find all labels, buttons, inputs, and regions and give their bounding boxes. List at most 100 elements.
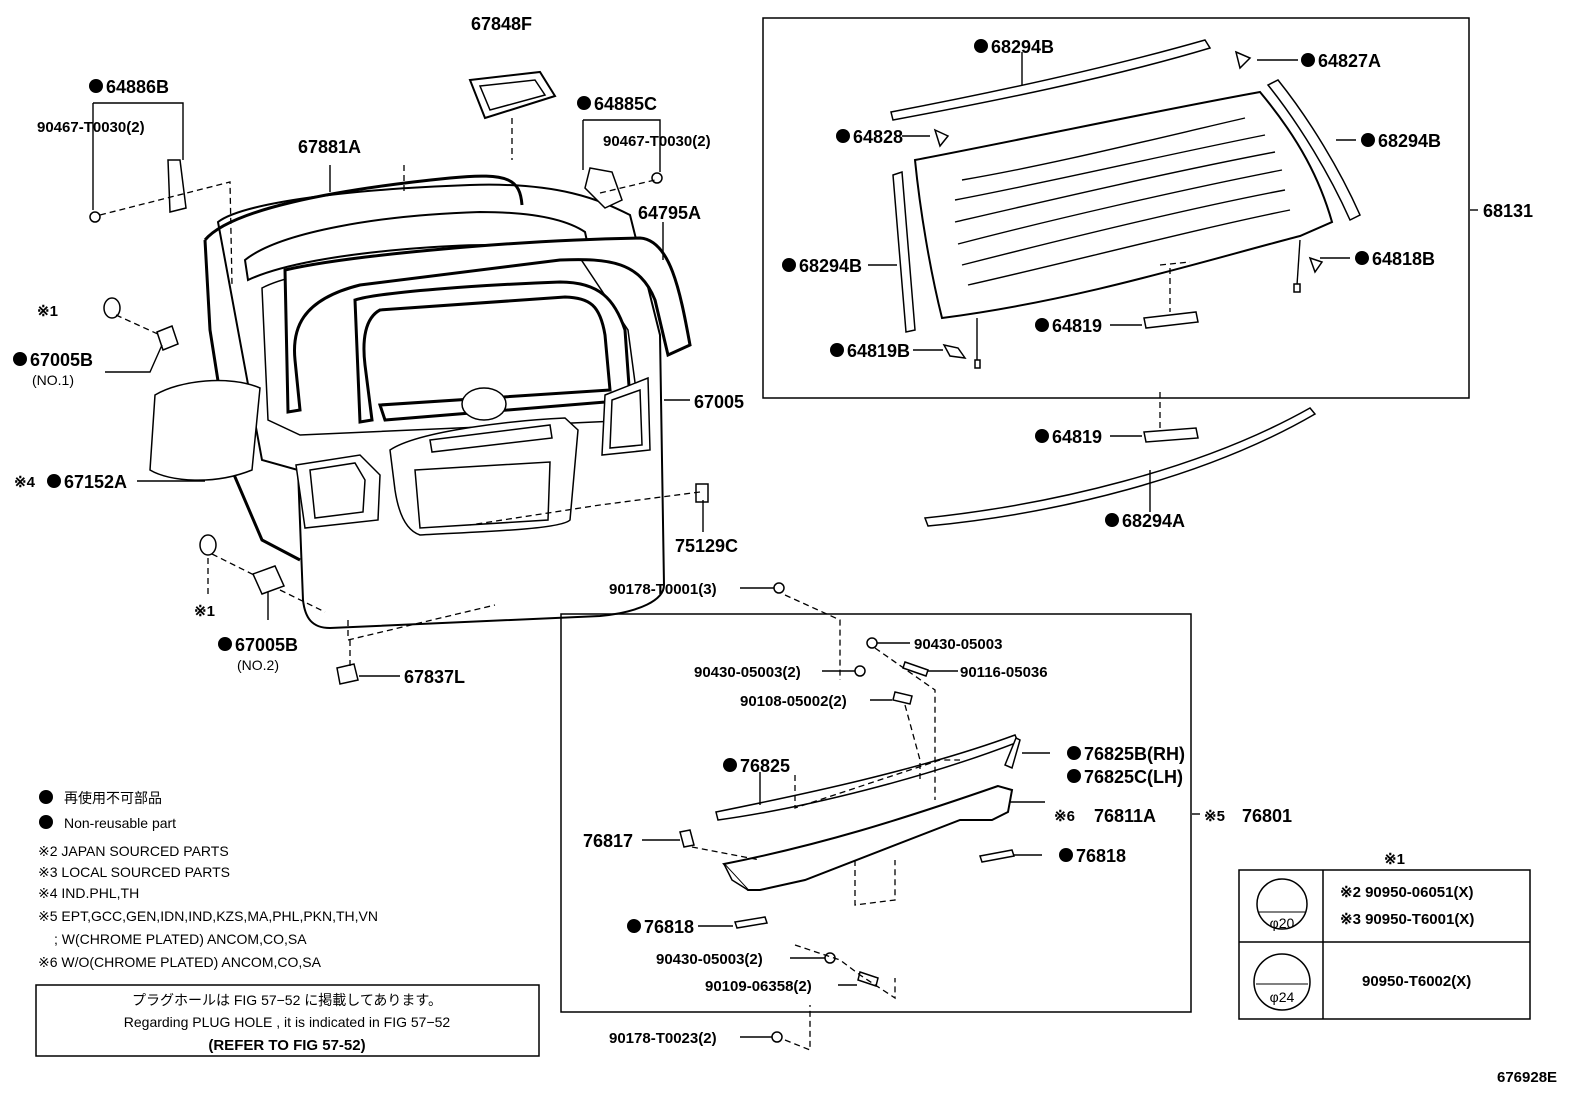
non-reusable-bullet bbox=[1067, 769, 1081, 783]
legend-line-3: ※2 JAPAN SOURCED PARTS bbox=[38, 843, 229, 859]
legend-line-5: ※4 IND.PHL,TH bbox=[38, 885, 139, 901]
label-68131: 68131 bbox=[1483, 201, 1533, 221]
label-76818-left: 76818 bbox=[644, 917, 694, 937]
non-reusable-bullet bbox=[1361, 133, 1375, 147]
legend-line-7: ; W(CHROME PLATED) ANCOM,CO,SA bbox=[54, 931, 307, 947]
label-ref1-bottom: ※1 bbox=[194, 603, 215, 620]
label-76801: 76801 bbox=[1242, 806, 1292, 826]
part-labels: 67848F 64886B 90467-T0030(2) 64885C 9046… bbox=[13, 14, 1533, 1047]
label-68294B-left: 68294B bbox=[799, 256, 862, 276]
plug-table-row2-dia: φ24 bbox=[1270, 989, 1295, 1005]
label-64828: 64828 bbox=[853, 127, 903, 147]
plug-hole-reference-box: プラグホールは FIG 57−52 に掲載してあります。 Regarding P… bbox=[35, 984, 540, 1057]
door-solid-leaders bbox=[92, 102, 704, 677]
plug-table-row1-part-b: ※3 90950-T6001(X) bbox=[1340, 911, 1474, 928]
label-67005B-no1-sub: (NO.1) bbox=[32, 372, 74, 388]
non-reusable-bullet bbox=[627, 919, 641, 933]
plug-table-row1-part-a: ※2 90950-06051(X) bbox=[1340, 884, 1474, 901]
door-leader-lines bbox=[99, 118, 701, 666]
plug-table-row2-part: 90950-T6002(X) bbox=[1362, 973, 1471, 990]
figure-id: 676928E bbox=[1497, 1069, 1557, 1086]
non-reusable-bullet bbox=[1105, 513, 1119, 527]
legend-line-4: ※3 LOCAL SOURCED PARTS bbox=[38, 864, 230, 880]
label-75129C: 75129C bbox=[675, 536, 738, 556]
label-64827A: 64827A bbox=[1318, 51, 1381, 71]
label-67005B-no2-sub: (NO.2) bbox=[237, 657, 279, 673]
plug-table-row1-dia: φ20 bbox=[1270, 915, 1295, 931]
label-68294A: 68294A bbox=[1122, 511, 1185, 531]
label-90109-06358: 90109-06358(2) bbox=[705, 978, 812, 995]
non-reusable-bullet bbox=[577, 96, 591, 110]
non-reusable-bullet bbox=[218, 637, 232, 651]
label-67837L: 67837L bbox=[404, 667, 465, 687]
label-76811A-mark: ※6 bbox=[1054, 808, 1075, 825]
non-reusable-bullet bbox=[47, 474, 61, 488]
label-90178-T0023: 90178-T0023(2) bbox=[609, 1030, 717, 1047]
label-64819B: 64819B bbox=[847, 341, 910, 361]
label-90116-05036: 90116-05036 bbox=[960, 664, 1048, 681]
label-76817: 76817 bbox=[583, 831, 633, 851]
label-67848F: 67848F bbox=[471, 14, 532, 34]
plug-table: ※1 φ20 ※2 90950-06051(X) ※3 90950-T6001(… bbox=[1238, 851, 1531, 1020]
reference-line-2: Regarding PLUG HOLE , it is indicated in… bbox=[124, 1014, 451, 1030]
legend-line-6: ※5 EPT,GCC,GEN,IDN,IND,KZS,MA,PHL,PKN,TH… bbox=[38, 908, 378, 924]
non-reusable-bullet bbox=[1035, 429, 1049, 443]
plug-20-icon bbox=[1256, 878, 1308, 930]
label-90108-05002: 90108-05002(2) bbox=[740, 693, 847, 710]
reference-line-3: (REFER TO FIG 57-52) bbox=[208, 1037, 365, 1054]
label-67005B-no2: 67005B bbox=[235, 635, 298, 655]
reference-line-1: プラグホールは FIG 57−52 に掲載してあります。 bbox=[132, 992, 442, 1008]
label-64818B: 64818B bbox=[1372, 249, 1435, 269]
legend-line-1: 再使用不可部品 bbox=[64, 790, 162, 806]
lower-molding bbox=[923, 392, 1317, 527]
label-64886B: 64886B bbox=[106, 77, 169, 97]
label-76825: 76825 bbox=[740, 756, 790, 776]
label-76825B: 76825B(RH) bbox=[1084, 744, 1185, 764]
non-reusable-bullet bbox=[723, 758, 737, 772]
label-67005B-no1: 67005B bbox=[30, 350, 93, 370]
label-90178-T0001: 90178-T0001(3) bbox=[609, 581, 717, 598]
label-90430-05003-c: 90430-05003(2) bbox=[656, 951, 763, 968]
label-64819-a: 64819 bbox=[1052, 316, 1102, 336]
label-ref1-top: ※1 bbox=[37, 303, 58, 320]
label-76801-mark: ※5 bbox=[1204, 808, 1225, 825]
non-reusable-bullet bbox=[1355, 251, 1369, 265]
label-64819-b: 64819 bbox=[1052, 427, 1102, 447]
label-76825C: 76825C(LH) bbox=[1084, 767, 1183, 787]
legend: 再使用不可部品 Non-reusable part ※2 JAPAN SOURC… bbox=[38, 790, 378, 970]
non-reusable-bullet bbox=[1301, 53, 1315, 67]
non-reusable-bullet bbox=[830, 343, 844, 357]
plug-24-icon bbox=[1253, 953, 1311, 1011]
legend-bullet bbox=[39, 815, 53, 829]
garnish-box bbox=[560, 582, 1200, 1051]
label-90430-05003-b: 90430-05003(2) bbox=[694, 664, 801, 681]
label-67152A-mark: ※4 bbox=[14, 474, 36, 491]
legend-line-2: Non-reusable part bbox=[64, 815, 176, 831]
label-90467-left: 90467-T0030(2) bbox=[37, 119, 145, 136]
non-reusable-bullet bbox=[974, 39, 988, 53]
label-90467-right: 90467-T0030(2) bbox=[603, 133, 711, 150]
non-reusable-bullet bbox=[836, 129, 850, 143]
legend-bullet bbox=[39, 790, 53, 804]
non-reusable-bullet bbox=[89, 79, 103, 93]
non-reusable-bullet bbox=[1059, 848, 1073, 862]
non-reusable-bullet bbox=[1035, 318, 1049, 332]
label-64885C: 64885C bbox=[594, 94, 657, 114]
label-90430-05003-a: 90430-05003 bbox=[914, 636, 1002, 653]
label-68294B-right: 68294B bbox=[1378, 131, 1441, 151]
non-reusable-bullet bbox=[782, 258, 796, 272]
label-76818-right: 76818 bbox=[1076, 846, 1126, 866]
back-door-drawing bbox=[89, 70, 709, 685]
label-76811A: 76811A bbox=[1094, 806, 1156, 826]
label-68294B-top: 68294B bbox=[991, 37, 1054, 57]
label-64795A: 64795A bbox=[638, 203, 701, 223]
legend-line-8: ※6 W/O(CHROME PLATED) ANCOM,CO,SA bbox=[38, 954, 322, 970]
plug-table-title: ※1 bbox=[1384, 851, 1405, 868]
non-reusable-bullet bbox=[1067, 746, 1081, 760]
label-67881A: 67881A bbox=[298, 137, 361, 157]
label-67152A: 67152A bbox=[64, 472, 127, 492]
label-67005: 67005 bbox=[694, 392, 744, 412]
non-reusable-bullet bbox=[13, 352, 27, 366]
glass-box bbox=[762, 17, 1478, 399]
